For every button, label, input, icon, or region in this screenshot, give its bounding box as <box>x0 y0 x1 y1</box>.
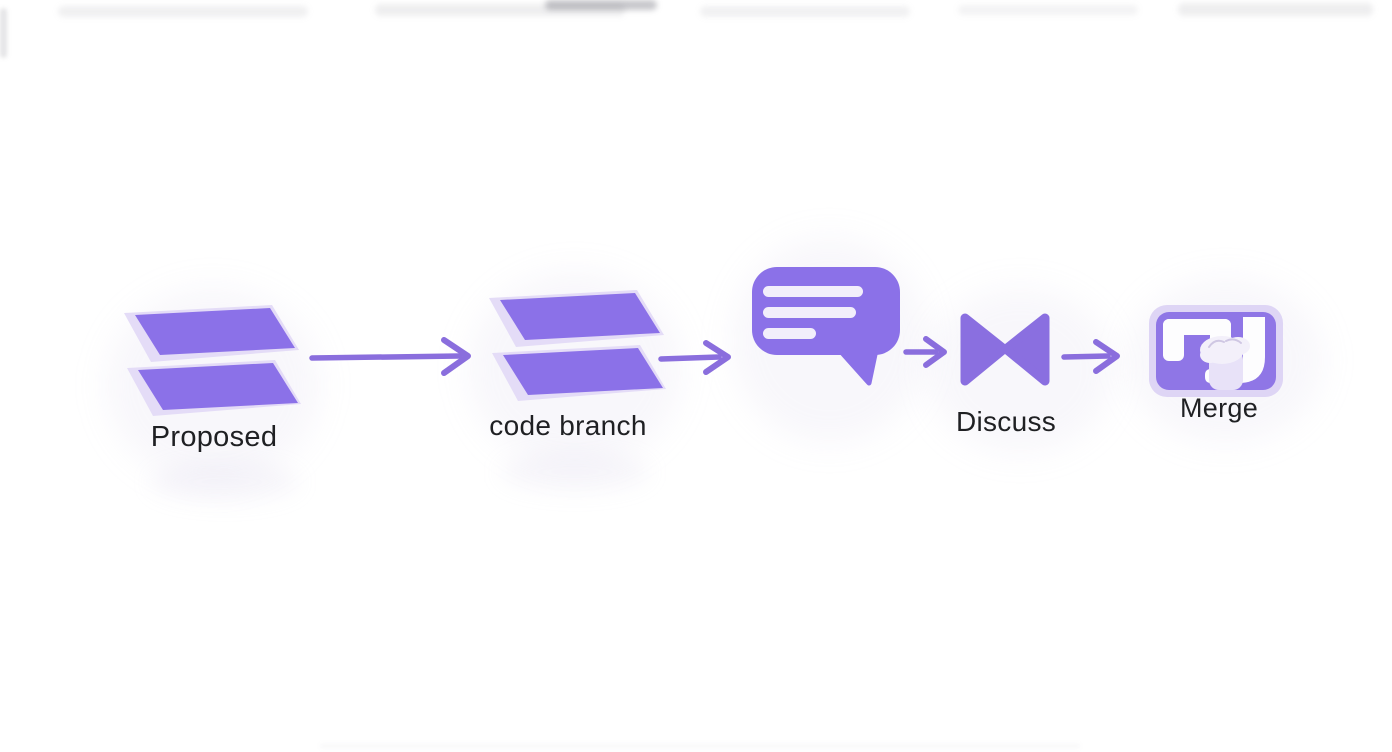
halo <box>150 462 300 502</box>
step-label-code-branch: code branch <box>489 410 647 441</box>
speech-bubble-icon <box>752 267 900 386</box>
bottom-artifact <box>320 744 1080 748</box>
halo <box>500 452 650 492</box>
step-discussion <box>740 253 920 398</box>
left-edge-artifact <box>0 8 7 58</box>
arrow-right-icon <box>658 340 731 375</box>
step-code-branch <box>477 285 677 403</box>
arrow-right-icon <box>309 337 471 376</box>
top-artifact <box>700 6 910 17</box>
step-label-merge: Merge <box>1179 393 1259 423</box>
step-proposed <box>112 300 312 418</box>
step-label-proposed: Proposed <box>150 421 278 453</box>
top-artifact <box>58 6 308 17</box>
merge-card-icon <box>1149 305 1283 397</box>
arrow-right-icon <box>903 336 947 368</box>
top-artifact <box>375 4 625 16</box>
step-label-discuss: Discuss <box>955 406 1057 437</box>
stacked-parallelogram-cards-icon <box>124 305 301 416</box>
top-artifact <box>1178 3 1373 16</box>
step-merge <box>1146 300 1286 400</box>
arrow-right-icon <box>1061 339 1120 374</box>
step-discuss <box>950 303 1060 395</box>
top-artifact <box>958 5 1138 15</box>
top-artifact <box>545 0 657 10</box>
bowtie-merge-icon <box>960 313 1050 386</box>
stacked-parallelogram-cards-icon <box>489 290 666 401</box>
